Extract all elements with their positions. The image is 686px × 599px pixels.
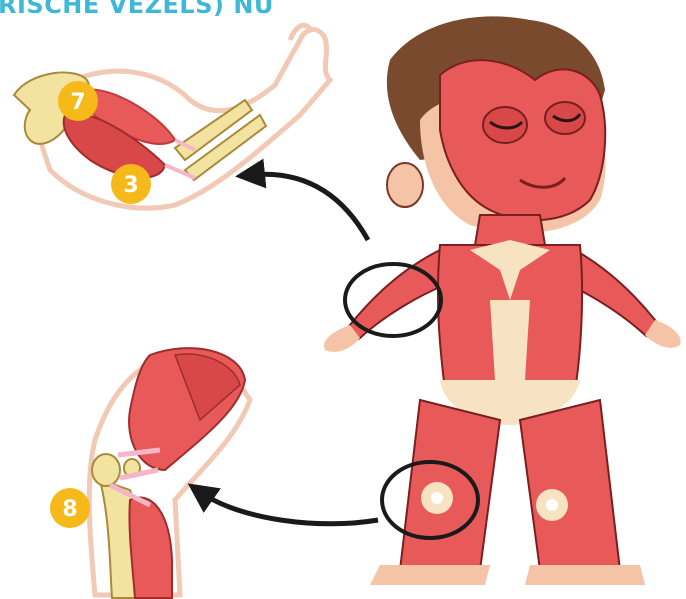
badge-3-label: 3 [123, 173, 138, 198]
badge-8-label: 8 [62, 497, 77, 522]
arm-muscle-illustration: 7 3 [14, 25, 330, 208]
arrow-icon [250, 174, 368, 240]
muscle-body-illustration [324, 16, 681, 585]
arrow-icon [200, 492, 378, 524]
badge-7-label: 7 [70, 90, 85, 115]
knee-muscle-illustration: 8 [50, 348, 250, 598]
